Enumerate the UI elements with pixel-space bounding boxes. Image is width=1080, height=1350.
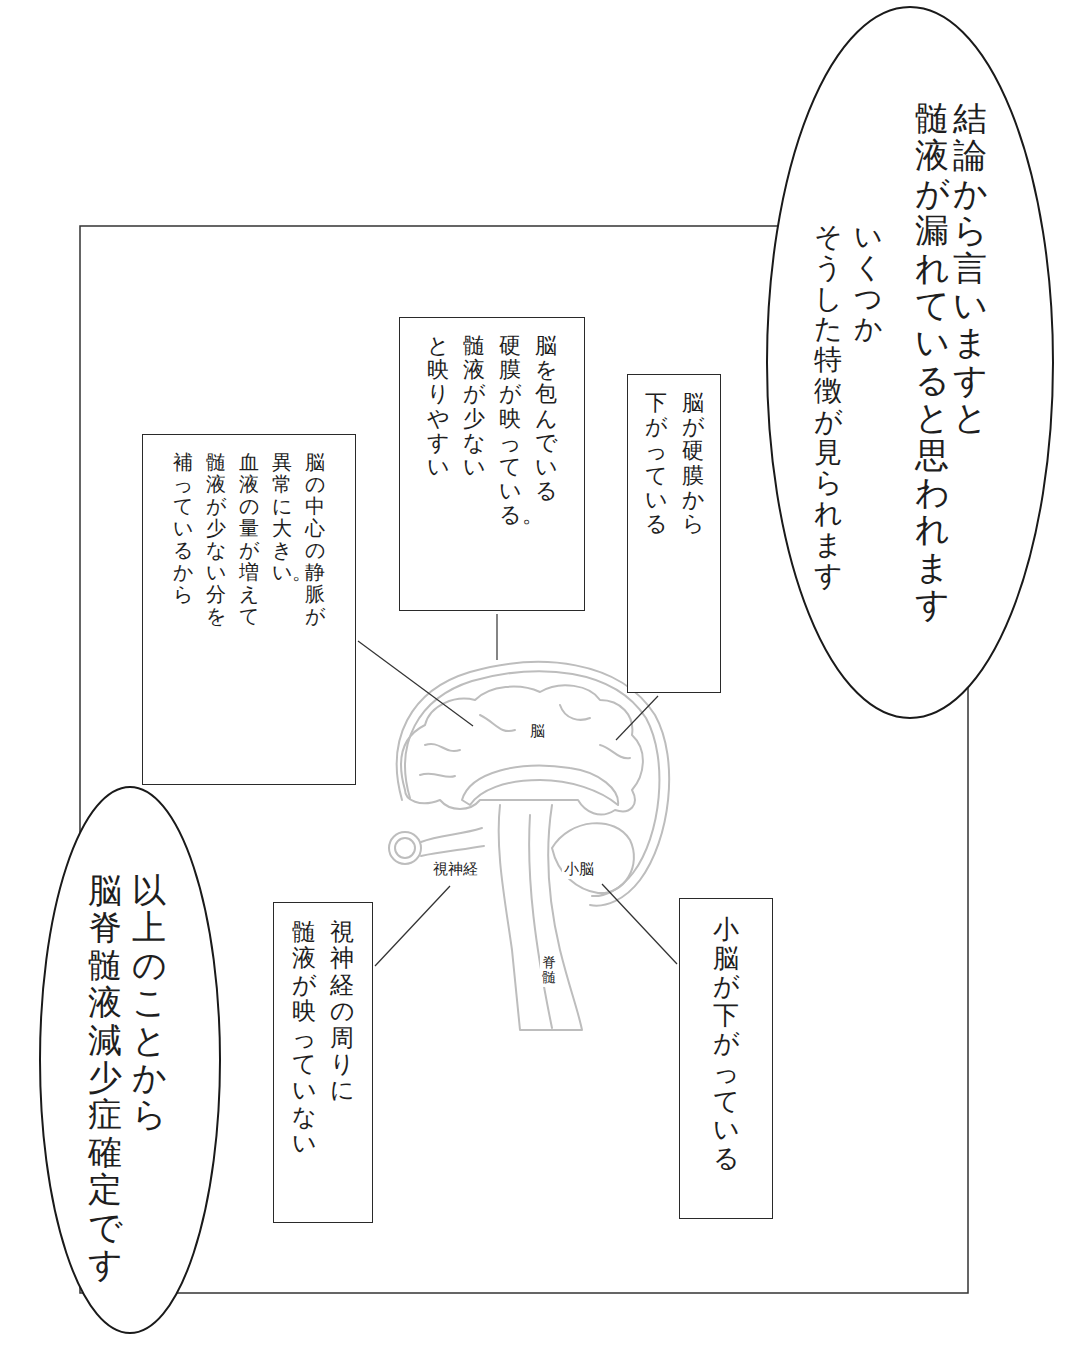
text-column: 硬膜が映っている。 bbox=[499, 334, 521, 528]
brain-outline bbox=[401, 685, 643, 814]
text-column: 下がっている bbox=[645, 391, 667, 536]
dura-outline bbox=[397, 662, 669, 906]
caption-box: 脳を包んでいる 硬膜が映っている。 髄液が少ない と映りやすい bbox=[399, 317, 585, 611]
bubble-ellipse bbox=[40, 787, 220, 1333]
text-column: 結論から言いますと bbox=[953, 100, 987, 437]
eye-inner bbox=[395, 838, 415, 858]
caption-box: 脳が硬膜から 下がっている bbox=[627, 374, 721, 693]
part-label: 脳 bbox=[528, 722, 547, 741]
speech-text: 以上のことから 脳脊髄液減少症確定です bbox=[88, 872, 166, 1283]
text-column: そうした特徴が見られます bbox=[814, 222, 842, 592]
text-column: と映りやすい bbox=[427, 334, 449, 479]
text-column: 小脳が下がっている bbox=[713, 915, 739, 1172]
text-column: 血液の量が増えて bbox=[239, 451, 259, 627]
speech-bubble-outline bbox=[38, 785, 222, 1335]
eye-outline bbox=[389, 832, 421, 864]
part-label: 脊髄 bbox=[540, 954, 558, 987]
text-column: 異常に大きい。 bbox=[272, 451, 292, 583]
box-text: 視神経の周りに 髄液が映っていない bbox=[292, 919, 354, 1157]
text-column: 脳を包んでいる bbox=[535, 334, 557, 503]
text-column: 補っているから bbox=[173, 451, 193, 605]
text-column: 髄液が少ない bbox=[463, 334, 485, 479]
speech-text: いくつか そうした特徴が見られます bbox=[814, 222, 882, 592]
bubble-ellipse bbox=[767, 7, 1053, 718]
speech-bubble: 結論から言いますと 髄液が漏れていると思われますいくつか そうした特徴が見られま… bbox=[765, 5, 1055, 720]
part-label: 視神経 bbox=[431, 860, 480, 879]
optic-nerve bbox=[421, 828, 484, 856]
box-text: 小脳が下がっている bbox=[713, 915, 739, 1172]
speech-text: 結論から言いますと 髄液が漏れていると思われます bbox=[915, 100, 987, 623]
caption-box: 小脳が下がっている bbox=[679, 898, 773, 1219]
caption-box: 視神経の周りに 髄液が映っていない bbox=[273, 902, 373, 1223]
corpus-callosum bbox=[462, 766, 618, 805]
cerebellum-outline bbox=[552, 823, 634, 893]
box-text: 脳が硬膜から 下がっている bbox=[645, 391, 704, 536]
leader-line bbox=[616, 696, 658, 740]
speech-bubble-outline bbox=[765, 5, 1055, 720]
box-text: 脳を包んでいる 硬膜が映っている。 髄液が少ない と映りやすい bbox=[427, 334, 557, 528]
text-column: 髄液が映っていない bbox=[292, 919, 316, 1157]
text-column: 脳の中心の静脈が bbox=[305, 451, 325, 627]
text-column: 脳が硬膜から bbox=[682, 391, 704, 536]
spinal-cord-outline bbox=[499, 805, 582, 1030]
speech-bubble: 以上のことから 脳脊髄液減少症確定です bbox=[38, 785, 222, 1335]
leader-line bbox=[602, 884, 677, 964]
part-label: 小脳 bbox=[562, 860, 596, 879]
dura-inner bbox=[405, 671, 659, 896]
text-column: 髄液が少ない分を bbox=[206, 451, 226, 627]
text-column: 髄液が漏れていると思われます bbox=[915, 100, 949, 623]
box-text: 脳の中心の静脈が 異常に大きい。 血液の量が増えて 髄液が少ない分を 補っている… bbox=[173, 451, 325, 627]
leader-line bbox=[375, 886, 450, 966]
spinal-cord-inner bbox=[529, 815, 552, 1028]
text-column: 視神経の周りに bbox=[330, 919, 354, 1104]
text-column: 以上のことから bbox=[132, 872, 166, 1134]
text-column: いくつか bbox=[854, 222, 882, 345]
text-column: 脳脊髄液減少症確定です bbox=[88, 872, 122, 1283]
leader-line bbox=[358, 641, 473, 726]
leader-line bbox=[496, 614, 497, 660]
caption-box: 脳の中心の静脈が 異常に大きい。 血液の量が増えて 髄液が少ない分を 補っている… bbox=[142, 434, 356, 785]
